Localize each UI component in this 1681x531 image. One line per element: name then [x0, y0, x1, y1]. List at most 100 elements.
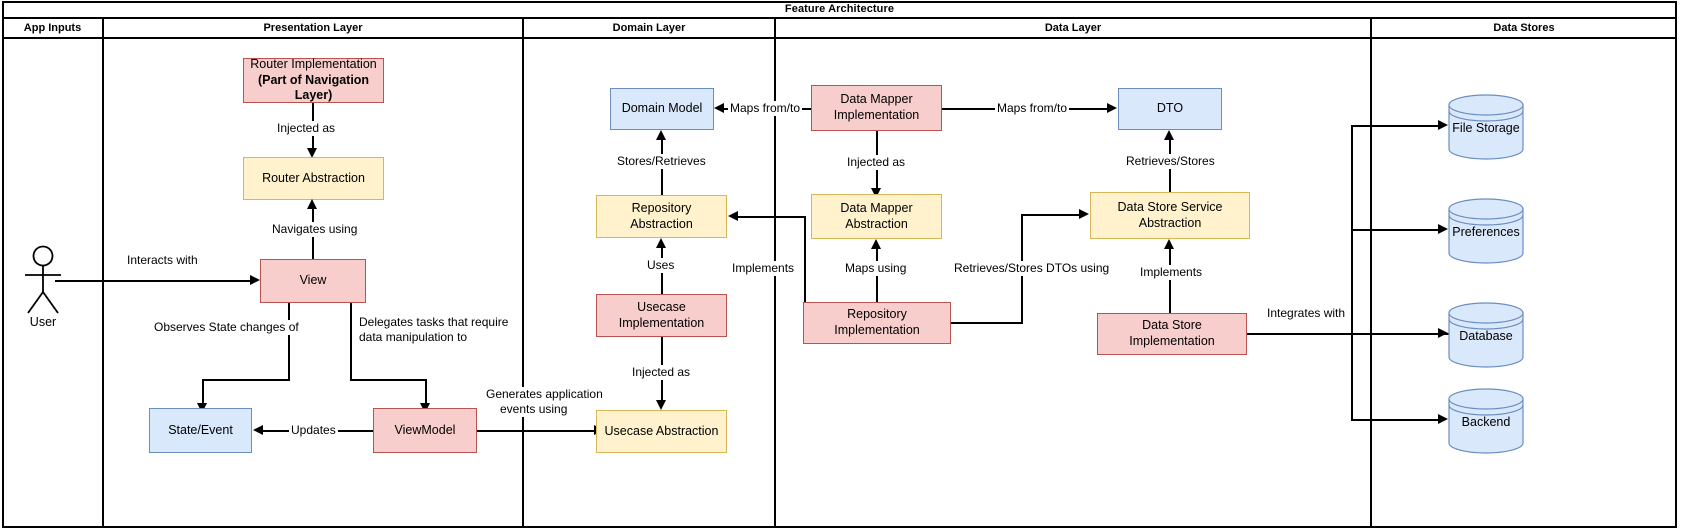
viewmodel-label: ViewModel	[394, 422, 456, 437]
edge-branch-database	[1351, 333, 1440, 335]
repository-abstraction-label: Repository Abstraction	[630, 200, 693, 231]
edge-label-uses: Uses	[645, 258, 677, 273]
edge-label-injected-as-usecase: Injected as	[630, 365, 693, 380]
node-data-mapper-abstraction[interactable]: Data Mapper Abstraction	[811, 194, 942, 239]
node-dto[interactable]: DTO	[1118, 88, 1222, 130]
edge-implements-repo-h	[737, 216, 805, 218]
lane-divider-4	[1370, 19, 1372, 527]
edge-label-generates-events-line1: Generates application	[484, 387, 605, 402]
edge-observes-h	[202, 379, 290, 381]
edge-mapper-injected-arrow	[871, 188, 881, 198]
edge-maps-domain-arrow	[714, 103, 724, 113]
data-mapper-impl-line1: Data Mapper	[840, 92, 913, 107]
node-data-mapper-implementation[interactable]: Data Mapper Implementation	[811, 85, 942, 131]
lane-divider-2	[522, 19, 524, 527]
edge-label-interacts-with: Interacts with	[125, 253, 200, 268]
router-implementation-line1: Router Implementation	[250, 57, 377, 72]
edge-label-injected-as-mapper: Injected as	[845, 155, 908, 170]
datastore-database-label: Database	[1459, 329, 1513, 344]
edge-retrieves-dtos-h1	[951, 322, 1023, 324]
node-usecase-abstraction[interactable]: Usecase Abstraction	[596, 410, 727, 453]
edge-label-delegates-tasks-line2: data manipulation to	[357, 330, 470, 345]
edge-label-injected-as-router: Injected as	[275, 121, 338, 136]
edge-generates-line	[477, 430, 596, 432]
edge-branch-backend	[1351, 419, 1440, 421]
cylinder-icon	[1448, 198, 1524, 264]
edge-integrates-trunk-h	[1247, 333, 1451, 335]
diagram-title-bar: Feature Architecture	[2, 1, 1677, 19]
lane-label-presentation-layer: Presentation Layer	[263, 22, 363, 34]
edge-delegates-h	[350, 379, 426, 381]
node-router-implementation[interactable]: Router Implementation (Part of Navigatio…	[243, 57, 384, 103]
data-store-implementation-label: Data Store Implementation	[1129, 318, 1215, 348]
edge-label-retrieves-stores: Retrieves/Stores	[1124, 154, 1217, 169]
edge-label-delegates-tasks-line1: Delegates tasks that require	[357, 315, 511, 330]
usecase-abstraction-label: Usecase Abstraction	[604, 423, 719, 438]
edge-observes-v1	[288, 303, 290, 380]
edge-retrieves-dtos-arrow	[1079, 209, 1089, 219]
edge-maps-using-line	[876, 248, 878, 305]
edge-retrieves-dtos-h2	[1021, 214, 1081, 216]
datastore-database[interactable]: Database	[1448, 302, 1524, 368]
data-mapper-impl-line2: Implementation	[833, 108, 920, 122]
datastore-preferences[interactable]: Preferences	[1448, 198, 1524, 264]
node-repository-abstraction[interactable]: Repository Abstraction	[596, 195, 727, 238]
node-router-abstraction[interactable]: Router Abstraction	[243, 157, 384, 200]
repository-implementation-label: Repository Implementation	[834, 307, 920, 337]
edge-maps-using-arrow	[871, 239, 881, 249]
edge-maps-dto-arrow	[1107, 103, 1117, 113]
user-stick-figure-icon	[25, 245, 61, 314]
node-view[interactable]: View	[260, 259, 366, 303]
router-implementation-line2: (Part of Navigation Layer)	[257, 72, 370, 103]
domain-model-label: Domain Model	[621, 101, 703, 116]
edge-label-retrieves-stores-dtos: Retrieves/Stores DTOs using	[952, 261, 1112, 276]
edge-label-observes-state-changes: Observes State changes of	[152, 320, 301, 335]
node-state-event[interactable]: State/Event	[149, 408, 252, 453]
lane-label-domain-layer: Domain Layer	[612, 22, 686, 34]
edge-label-maps-using: Maps using	[843, 261, 909, 276]
node-usecase-implementation[interactable]: Usecase Implementation	[596, 294, 727, 337]
lane-header-data-stores: Data Stores	[1371, 19, 1677, 39]
datastore-file-storage-label: File Storage	[1452, 121, 1520, 136]
lane-label-app-inputs: App Inputs	[23, 22, 82, 34]
edge-label-implements-repo: Implements	[730, 261, 797, 276]
actor-user-label: User	[29, 315, 57, 329]
edge-branch-backend-arrow	[1438, 414, 1448, 424]
edge-delegates-v1	[350, 303, 352, 380]
datastore-file-storage[interactable]: File Storage	[1448, 94, 1524, 160]
edge-branch-database-arrow	[1438, 328, 1448, 338]
edge-branch-preferences-arrow	[1438, 224, 1448, 234]
node-data-store-service-abstraction[interactable]: Data Store Service Abstraction	[1090, 192, 1250, 239]
datastore-backend-label: Backend	[1461, 415, 1511, 430]
node-viewmodel[interactable]: ViewModel	[373, 408, 477, 453]
node-data-store-implementation[interactable]: Data Store Implementation	[1097, 313, 1247, 355]
cylinder-icon	[1448, 302, 1524, 368]
edge-label-maps-from-to-dto: Maps from/to	[995, 101, 1070, 116]
edge-branch-file-storage-arrow	[1438, 120, 1448, 130]
edge-implements-repo-v	[804, 216, 806, 317]
cylinder-icon	[1448, 94, 1524, 160]
edge-label-updates: Updates	[289, 423, 338, 438]
edge-navigates-arrow	[307, 199, 317, 209]
lane-divider-1	[102, 19, 104, 527]
datastore-backend[interactable]: Backend	[1448, 388, 1524, 454]
edge-interacts-arrow	[250, 275, 260, 285]
edge-interacts-line	[55, 280, 251, 282]
edge-implements-ds-arrow	[1164, 239, 1174, 249]
lane-header-data-layer: Data Layer	[775, 19, 1371, 39]
node-repository-implementation[interactable]: Repository Implementation	[803, 302, 951, 344]
edge-branch-preferences	[1351, 229, 1440, 231]
state-event-label: State/Event	[168, 422, 233, 437]
lane-label-data-layer: Data Layer	[1044, 22, 1102, 34]
edge-retrieves-stores-arrow	[1164, 130, 1174, 140]
data-store-service-line1: Data Store Service	[1117, 199, 1223, 214]
node-domain-model[interactable]: Domain Model	[610, 88, 714, 130]
edge-updates-arrow	[253, 425, 263, 435]
actor-user[interactable]	[20, 245, 66, 322]
edge-implements-ds-line	[1169, 248, 1171, 317]
cylinder-icon	[1448, 388, 1524, 454]
edge-label-stores-retrieves: Stores/Retrieves	[615, 154, 708, 169]
edge-label-maps-from-to-domain: Maps from/to	[728, 101, 803, 116]
